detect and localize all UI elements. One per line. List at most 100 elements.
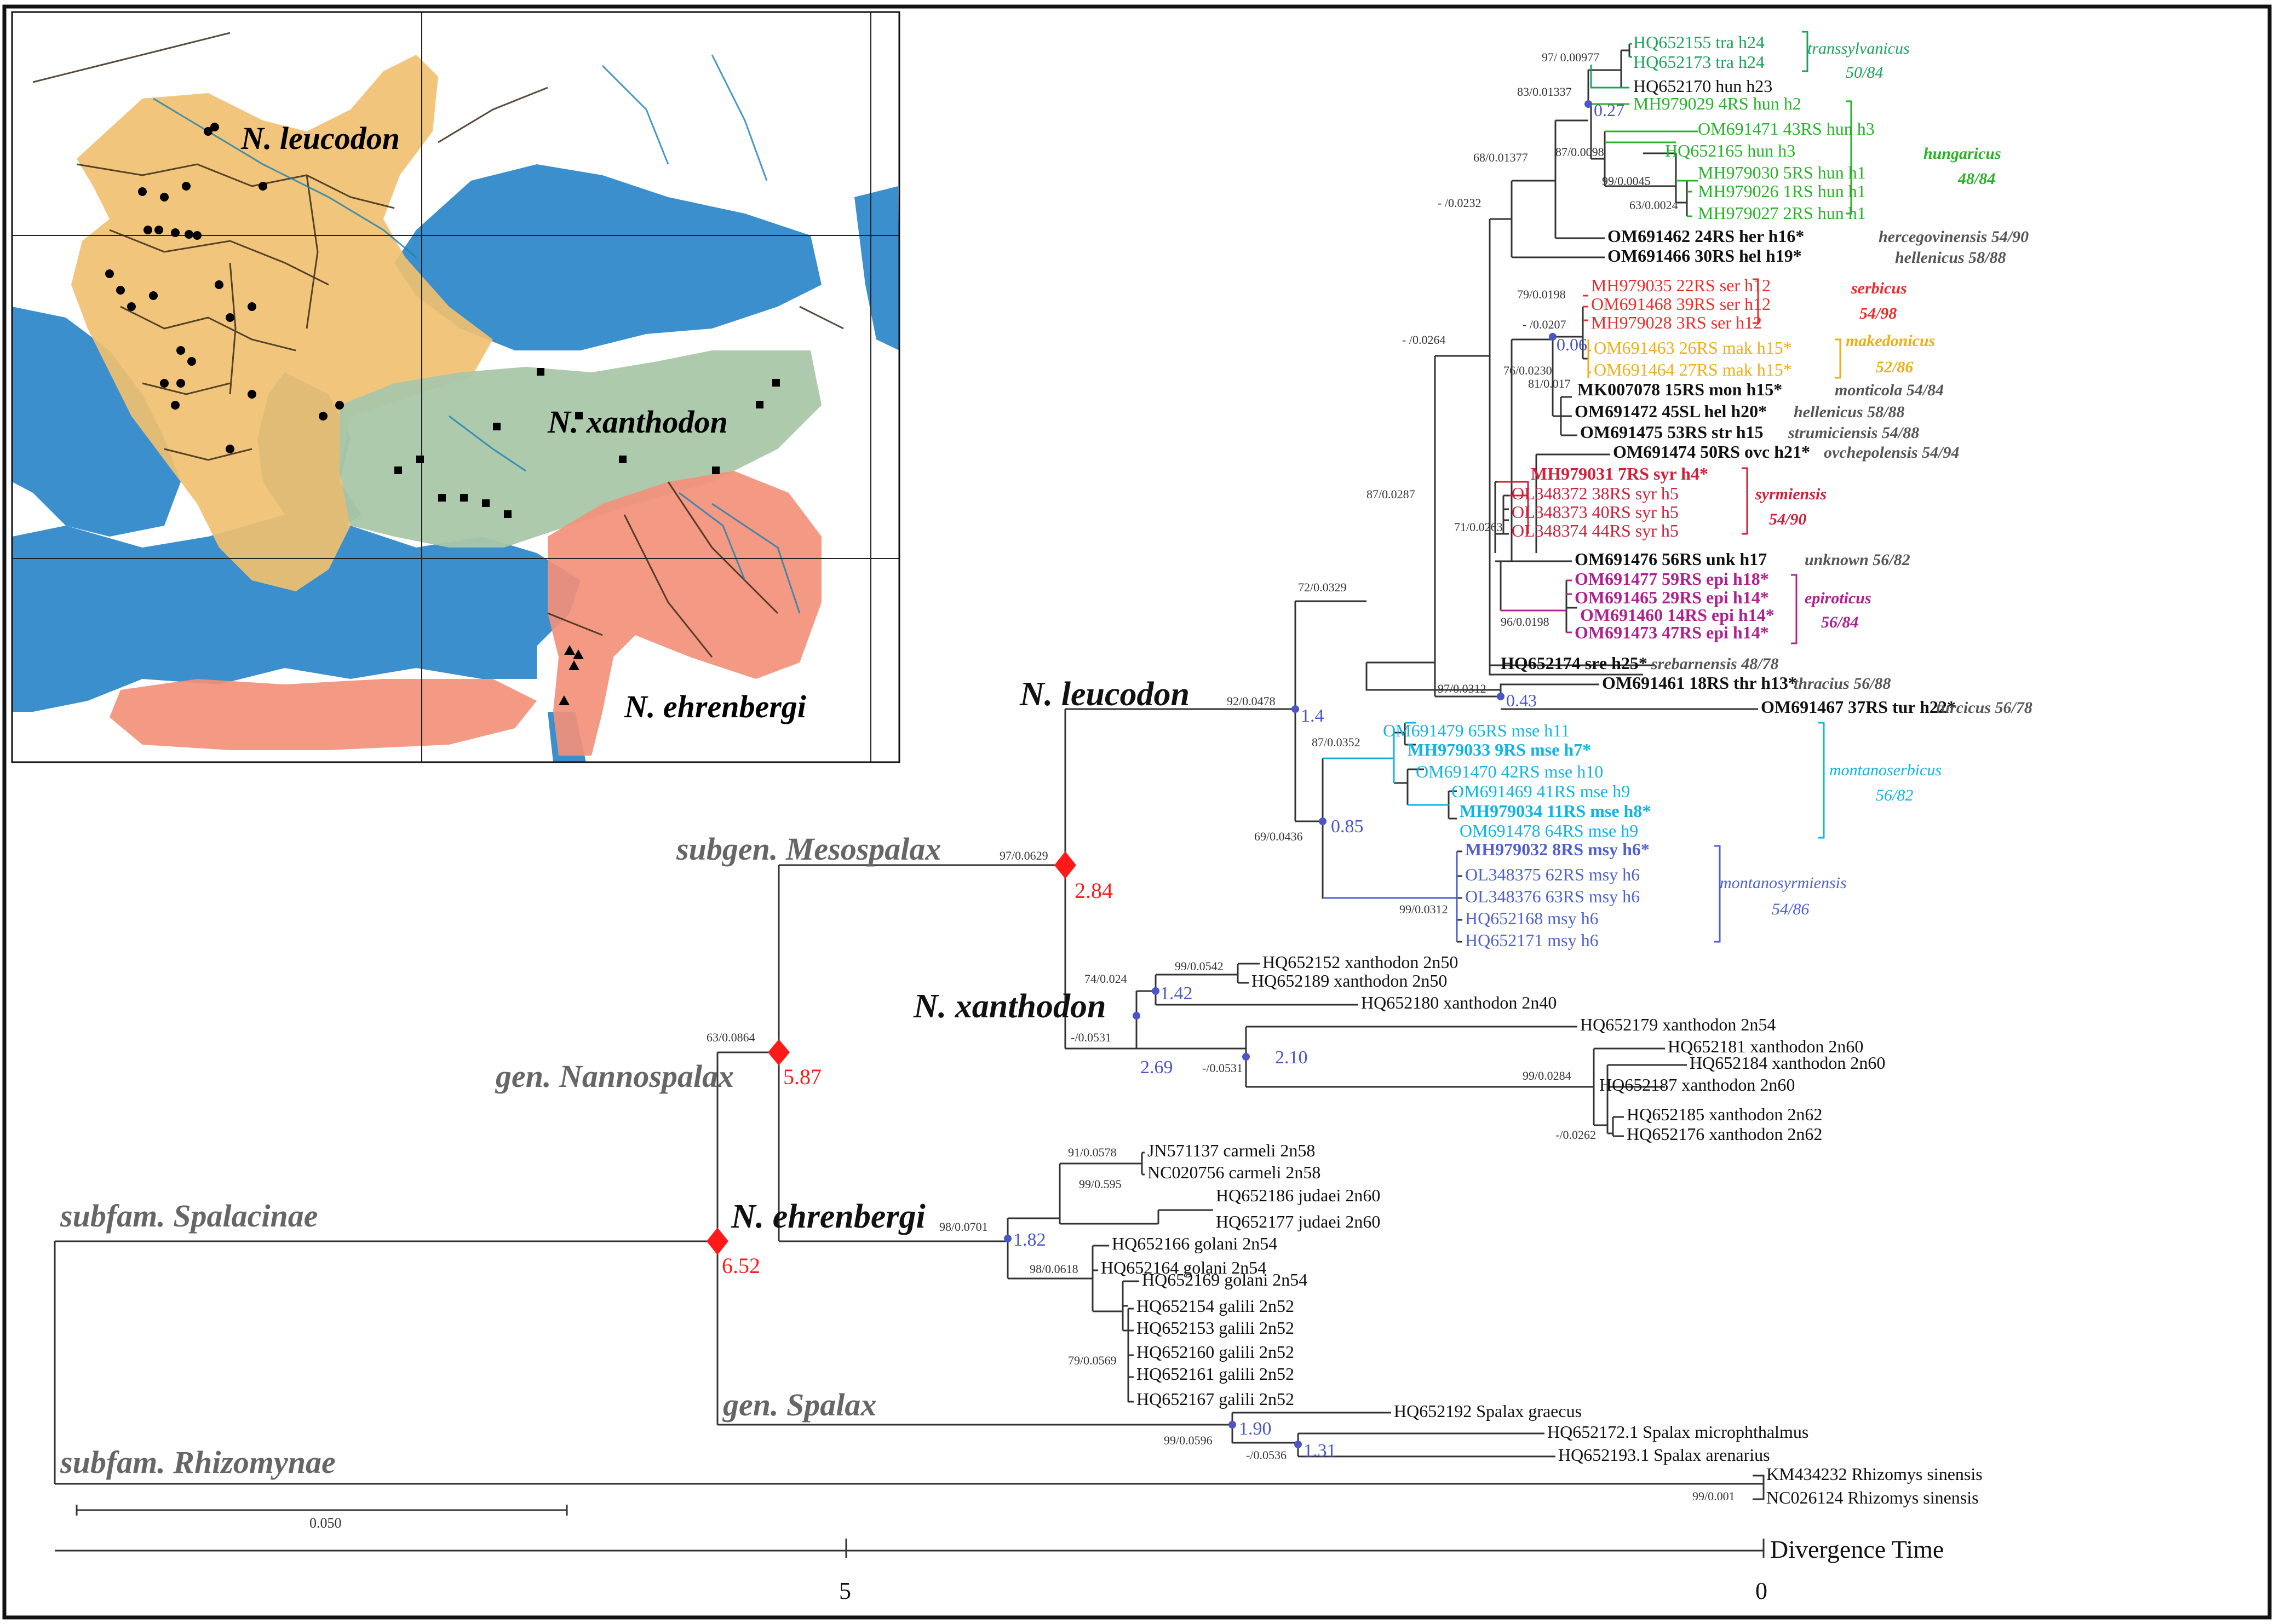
support-value: 99/0.001 xyxy=(1692,1489,1735,1503)
tip-label: HQ652155 tra h24 xyxy=(1633,32,1765,52)
map-sample-triangle xyxy=(564,645,575,655)
support-value: 87/0.0098 xyxy=(1555,145,1604,159)
taxon-karyotype: 54/86 xyxy=(1772,900,1809,918)
support-value: 69/0.0436 xyxy=(1254,830,1303,843)
tip-label: OM691471 43RS hun h3 xyxy=(1698,119,1875,139)
tip-label: OM691465 29RS epi h14* xyxy=(1575,588,1769,607)
node-age-spalax-a: 1.90 xyxy=(1239,1419,1272,1439)
label-nannospalax: gen. Nannospalax xyxy=(495,1058,734,1094)
node-age-thracius: 0.43 xyxy=(1506,690,1537,710)
map-sample-square xyxy=(460,494,468,502)
map-sample-square xyxy=(482,499,490,507)
node-dot xyxy=(1242,1053,1250,1061)
map-sample-triangle xyxy=(559,695,570,705)
tip-label: MH979031 7RS syr h4* xyxy=(1531,464,1708,483)
map-sample-dot xyxy=(204,127,213,136)
taxon-name: makedonicus xyxy=(1846,332,1935,350)
branch-x3 xyxy=(1593,1047,1687,1137)
tip-label: OM691466 30RS hel h19* xyxy=(1607,246,1802,266)
map-sea-black xyxy=(394,164,822,350)
taxon-name: montanosyrmiensis xyxy=(1720,874,1847,892)
map-sea-adriatic xyxy=(12,307,181,537)
node-marker-nannospalax xyxy=(768,1039,790,1066)
node-dot xyxy=(1152,987,1159,995)
map-label-xanthodon: N. xanthodon xyxy=(547,404,728,440)
map-range-ehrenbergi xyxy=(548,471,822,756)
map-sample-dot xyxy=(171,228,180,237)
branch-ehrenbergi xyxy=(1007,1217,1093,1280)
taxon-name: epiroticus xyxy=(1805,589,1871,607)
tip-label: OM691474 50RS ovc h21* xyxy=(1613,442,1810,462)
tip-label: OM691472 45SL hel h20* xyxy=(1575,401,1767,421)
map-sample-dot xyxy=(215,280,223,289)
taxon-name: srebarnensis 48/78 xyxy=(1651,655,1779,673)
tip-label: JN571137 carmeli 2n58 xyxy=(1147,1141,1315,1160)
clade-line-serbicus xyxy=(1583,278,1759,324)
tip-label: OM691463 26RS mak h15* xyxy=(1594,338,1792,358)
node-dot xyxy=(1584,100,1592,108)
tip-label: OM691479 65RS mse h11 xyxy=(1383,721,1570,740)
tip-label: OM691469 41RS mse h9 xyxy=(1451,781,1630,801)
support-value: 97/ 0.00977 xyxy=(1542,50,1599,64)
support-value: -/0.0531 xyxy=(1202,1061,1243,1075)
taxon-name: montanoserbicus xyxy=(1829,761,1942,779)
node-age-hungaricus: 0.27 xyxy=(1594,100,1624,120)
map-label-leucodon: N. leucodon xyxy=(240,120,400,156)
map-sample-square xyxy=(619,456,627,463)
tip-label: OM691464 27RS mak h15* xyxy=(1594,360,1792,379)
tip-label: HQ652172.1 Spalax microphthalmus xyxy=(1547,1422,1808,1442)
map-sample-dot xyxy=(116,286,125,295)
map-sample-dot xyxy=(182,182,191,191)
tip-label: OM691477 59RS epi h18* xyxy=(1575,569,1769,589)
tip-label: NC026124 Rhizomys sinensis xyxy=(1766,1488,1979,1507)
taxon-name: hellenicus 58/88 xyxy=(1895,249,2006,267)
node-age-xanthodon-a: 1.42 xyxy=(1160,983,1193,1004)
support-value: 99/0.595 xyxy=(1079,1177,1122,1191)
map-sample-square xyxy=(504,510,512,518)
map-sample-square xyxy=(438,494,446,502)
support-value: 87/0.0287 xyxy=(1366,487,1415,501)
tip-label: OL348376 63RS msy h6 xyxy=(1465,886,1640,906)
map-sample-dot xyxy=(259,182,267,191)
tip-label: OM691460 14RS epi h14* xyxy=(1580,605,1775,625)
clade-line-syrmiensis xyxy=(1498,467,1748,535)
clade-line-montanosyrmiensis xyxy=(1323,845,1721,943)
tip-label: HQ652181 xanthodon 2n60 xyxy=(1668,1036,1863,1056)
support-value: 83/0.01337 xyxy=(1517,85,1572,99)
support-value: 63/0.0024 xyxy=(1629,198,1678,212)
support-value: 97/0.0312 xyxy=(1438,682,1486,695)
branch-l3 xyxy=(1489,218,1654,666)
tip-label: HQ652171 msy h6 xyxy=(1465,930,1599,950)
tip-label: KM434232 Rhizomys sinensis xyxy=(1766,1464,1983,1484)
map-sample-dot xyxy=(335,401,344,410)
taxon-karyotype: 56/84 xyxy=(1821,613,1858,631)
axis-tick-label: 0 xyxy=(1755,1577,1767,1604)
taxon-name: transsylvanicus xyxy=(1807,39,1910,57)
map-sample-square xyxy=(537,368,544,376)
map-sample-square xyxy=(712,467,720,474)
tip-label: OM691475 53RS str h15 xyxy=(1580,422,1764,442)
map-sample-dot xyxy=(248,390,256,399)
clade-line-montanoserbicus xyxy=(1323,722,1825,839)
map-sample-dot xyxy=(149,291,158,300)
tip-label: OM691462 24RS her h16* xyxy=(1607,226,1804,246)
taxon-name: serbicus xyxy=(1851,279,1907,297)
tip-label: HQ652174 sre h25* xyxy=(1501,653,1647,673)
node-dot xyxy=(1133,1012,1140,1020)
node-dot xyxy=(1549,333,1557,341)
scale-bar-label: 0.050 xyxy=(309,1515,342,1531)
map-label-ehrenbergi: N. ehrenbergi xyxy=(624,689,806,724)
taxon-name: turcicus 56/78 xyxy=(1936,699,2032,717)
tip-label: HQ652189 xanthodon 2n50 xyxy=(1251,971,1447,990)
node-age-serbicus-mak: 0.06 xyxy=(1557,335,1587,354)
map-sample-square xyxy=(772,379,780,387)
taxon-name: monticola 54/84 xyxy=(1835,381,1944,399)
taxon-name: strumiciensis 54/88 xyxy=(1788,424,1919,442)
support-value: 81/0.017 xyxy=(1528,377,1571,390)
tip-label: OM691468 39RS ser h12 xyxy=(1591,294,1771,314)
taxon-name: hellenicus 58/88 xyxy=(1794,403,1905,421)
taxon-karyotype: 48/84 xyxy=(1957,170,1995,188)
support-value: 74/0.024 xyxy=(1084,972,1127,986)
support-value: -/0.0531 xyxy=(1071,1030,1111,1044)
tip-label: HQ652164 golani 2n54 xyxy=(1101,1258,1266,1277)
